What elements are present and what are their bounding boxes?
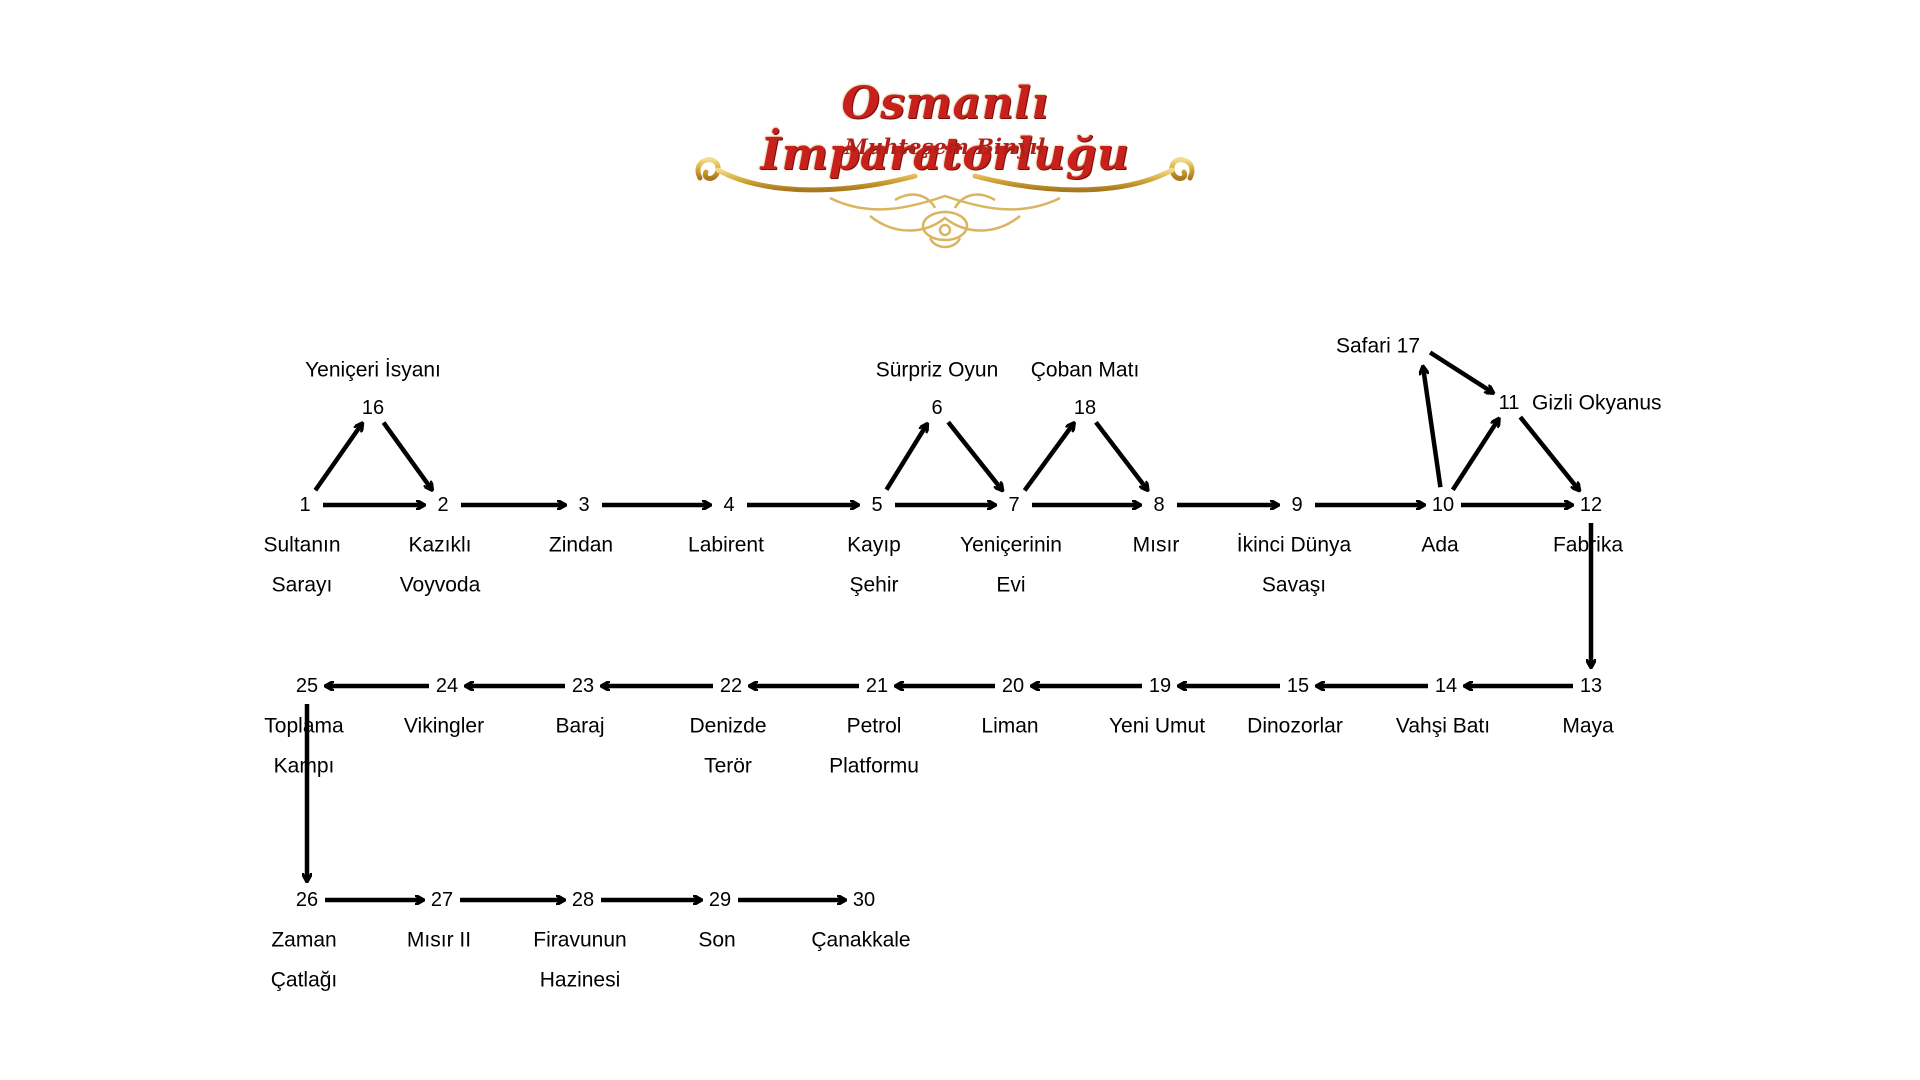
edge-10-to-11 (1450, 420, 1498, 492)
node-3-label: Zindan (548, 533, 614, 557)
edge-11-to-12 (1518, 415, 1578, 489)
ornament-flourish (695, 157, 1195, 249)
node-24-number: 24 (435, 675, 459, 697)
node-30-number: 30 (852, 889, 876, 911)
node-23-label: Baraj (555, 714, 605, 738)
node-7-label: Evi (996, 573, 1026, 597)
node-16-label: Yeniçeri İsyanı (305, 358, 441, 382)
node-21-label: Platformu (829, 754, 919, 778)
node-22-label: Denizde (689, 714, 767, 738)
node-23-number: 23 (571, 675, 595, 697)
node-2-label: Voyvoda (399, 573, 481, 597)
node-2-number: 2 (437, 494, 449, 516)
logo-subtitle: Muhteşem Binyıl (844, 134, 1046, 159)
edge-1-to-16 (313, 424, 361, 492)
node-26-label: Çatlağı (270, 968, 338, 992)
node-29-label: Son (698, 928, 736, 952)
node-6-number: 6 (931, 397, 943, 419)
edge-18-to-8 (1094, 420, 1147, 489)
node-5-number: 5 (871, 494, 883, 516)
node-9-number: 9 (1291, 494, 1303, 516)
edge-10-to-17 (1423, 368, 1443, 488)
edge-7-to-18 (1022, 424, 1074, 492)
node-22-number: 22 (719, 675, 743, 697)
node-29-number: 29 (708, 889, 732, 911)
node-10-number: 10 (1431, 494, 1455, 516)
edge-6-to-7 (946, 420, 1001, 489)
node-10-label: Ada (1421, 533, 1459, 557)
node-25-number: 25 (295, 675, 319, 697)
edge-16-to-2 (381, 421, 432, 489)
node-4-label: Labirent (688, 533, 764, 557)
node-1-number: 1 (299, 494, 311, 516)
node-28-label: Firavunun (533, 928, 627, 952)
node-7-label: Yeniçerinin (960, 533, 1062, 557)
node-7-number: 7 (1008, 494, 1020, 516)
node-13-number: 13 (1579, 675, 1603, 697)
node-12-number: 12 (1579, 494, 1603, 516)
node-24-label: Vikingler (403, 714, 485, 738)
node-14-number: 14 (1434, 675, 1458, 697)
node-18-label: Çoban Matı (1030, 358, 1140, 382)
node-9-label: Savaşı (1261, 573, 1327, 597)
node-11-number: 11 (1498, 392, 1520, 414)
node-28-label: Hazinesi (539, 968, 621, 992)
node-17-label: Safari 17 (1335, 334, 1421, 358)
node-5-label: Kayıp (847, 533, 901, 557)
node-2-label: Kazıklı (408, 533, 472, 557)
node-28-number: 28 (571, 889, 595, 911)
node-15-label: Dinozorlar (1247, 714, 1343, 738)
node-27-label: Mısır II (406, 928, 472, 952)
node-27-number: 27 (430, 889, 454, 911)
edge-5-to-6 (884, 425, 926, 491)
node-8-number: 8 (1153, 494, 1165, 516)
node-1-label: Sarayı (271, 573, 333, 597)
node-20-label: Liman (981, 714, 1039, 738)
node-20-number: 20 (1001, 675, 1025, 697)
node-1-label: Sultanın (263, 533, 341, 557)
node-15-number: 15 (1286, 675, 1310, 697)
node-6-label: Sürpriz Oyun (875, 358, 999, 382)
node-13-label: Maya (1562, 714, 1614, 738)
node-16-number: 16 (361, 397, 385, 419)
node-11-label: Gizli Okyanus (1532, 391, 1662, 415)
node-21-number: 21 (865, 675, 889, 697)
node-19-label: Yeni Umut (1108, 714, 1206, 738)
logo-title: Osmanlı İmparatorluğu (760, 78, 1130, 180)
node-8-label: Mısır (1132, 533, 1180, 557)
node-9-label: İkinci Dünya (1236, 533, 1352, 557)
node-4-number: 4 (723, 494, 735, 516)
edge-17-to-11 (1428, 350, 1492, 392)
node-25-label: Toplama (264, 714, 344, 738)
node-25-label: Kampı (273, 754, 335, 778)
node-5-label: Şehir (849, 573, 899, 597)
node-21-label: Petrol (846, 714, 902, 738)
node-22-label: Terör (704, 754, 752, 778)
node-3-number: 3 (578, 494, 590, 516)
node-26-number: 26 (295, 889, 319, 911)
node-14-label: Vahşi Batı (1395, 714, 1491, 738)
node-12-label: Fabrika (1552, 533, 1624, 557)
node-19-number: 19 (1148, 675, 1172, 697)
node-26-label: Zaman (271, 928, 337, 952)
logo: Osmanlı İmparatorluğu Muhteşem Binyıl (680, 78, 1210, 249)
node-30-label: Çanakkale (811, 928, 911, 952)
node-18-number: 18 (1073, 397, 1097, 419)
